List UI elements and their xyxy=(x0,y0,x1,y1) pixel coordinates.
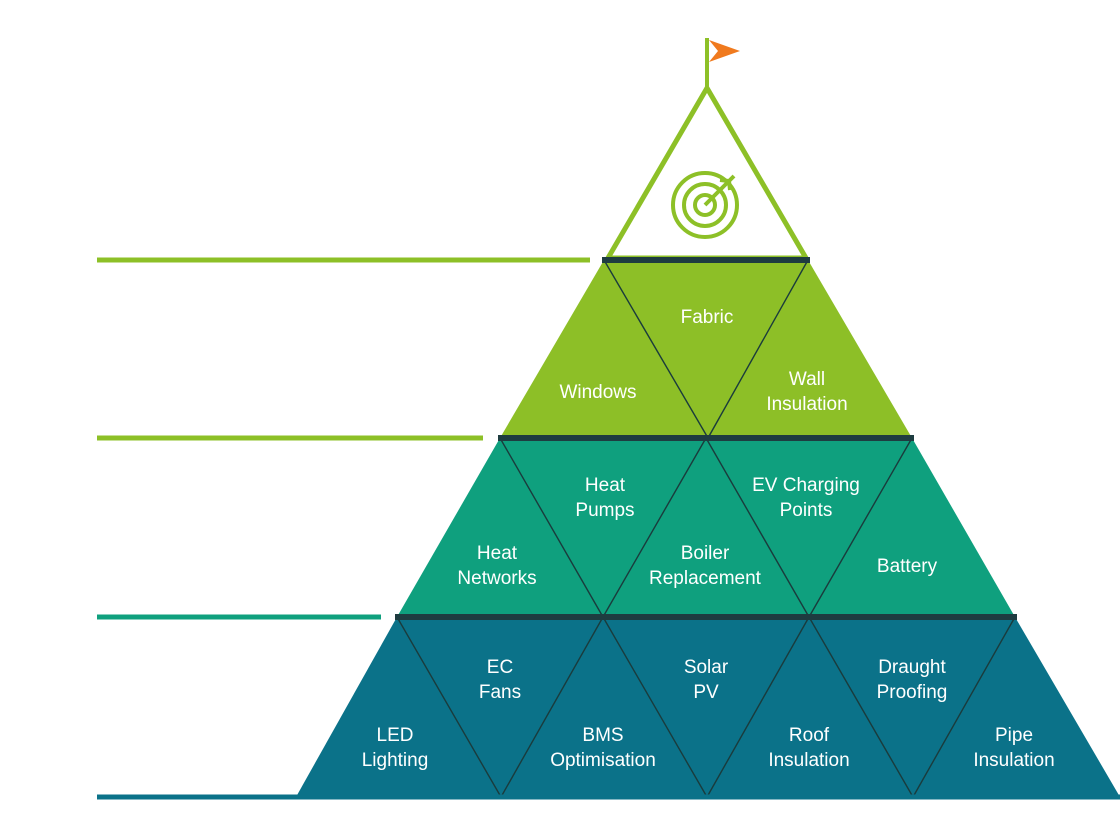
tier-2-triangle-lines xyxy=(499,437,913,618)
tier-2-label-battery: Battery xyxy=(877,556,938,577)
tier-3-triangle-lines xyxy=(396,616,1016,798)
pyramid-apex xyxy=(605,38,809,261)
tier-2-band xyxy=(397,438,1015,617)
target-with-arrow-icon xyxy=(671,171,739,239)
flag-icon xyxy=(705,38,740,90)
tier-3-band xyxy=(296,617,1120,797)
tier-1-label-windows: Windows xyxy=(559,382,636,403)
tier-1-separator xyxy=(602,257,810,263)
tier-2-separator xyxy=(498,435,914,441)
tier-1-band xyxy=(500,260,912,438)
tier-1-triangle-lines xyxy=(603,259,809,439)
tier-1-label-fabric: Fabric xyxy=(681,307,734,328)
tier-3-separator xyxy=(395,614,1017,620)
